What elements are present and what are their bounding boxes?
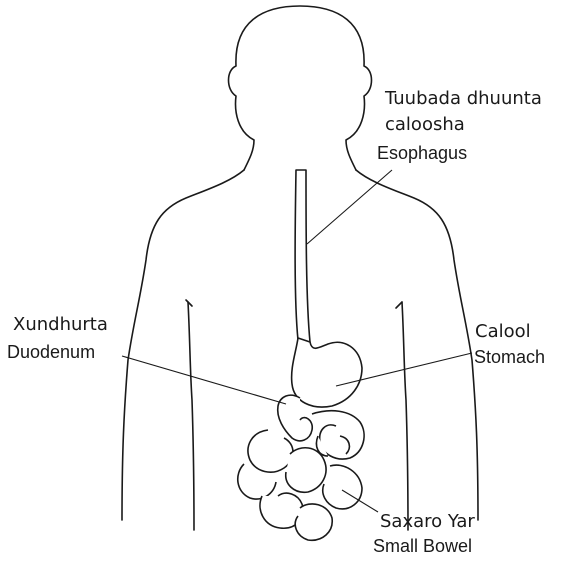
right-arm-crease [402,302,408,530]
left-arm-crease [188,302,194,530]
esophagus-label-somali-2: caloosha [385,114,465,135]
body-outline-right [356,170,478,520]
stomach-label-somali: Calool [475,321,531,342]
esophagus-label-english: Esophagus [377,143,467,163]
duodenum-label-somali: Xundhurta [13,314,108,335]
duodenum-label-english: Duodenum [7,342,95,362]
duodenum-leader [122,356,286,404]
stomach-label-english: Stomach [474,347,545,367]
body-outline-left [122,170,244,520]
left-armpit-tick [186,300,192,306]
esophagus-label-somali-1: Tuubada dhuunta [384,88,542,109]
small-bowel-label-somali: Saxaro Yar [380,511,475,532]
esophagus-shape [295,170,310,342]
small-bowel-label-english: Small Bowel [373,536,472,556]
right-armpit-tick [396,302,402,308]
esophagus-leader [307,170,392,244]
head-outline [229,6,372,170]
stomach-shape [292,338,362,407]
